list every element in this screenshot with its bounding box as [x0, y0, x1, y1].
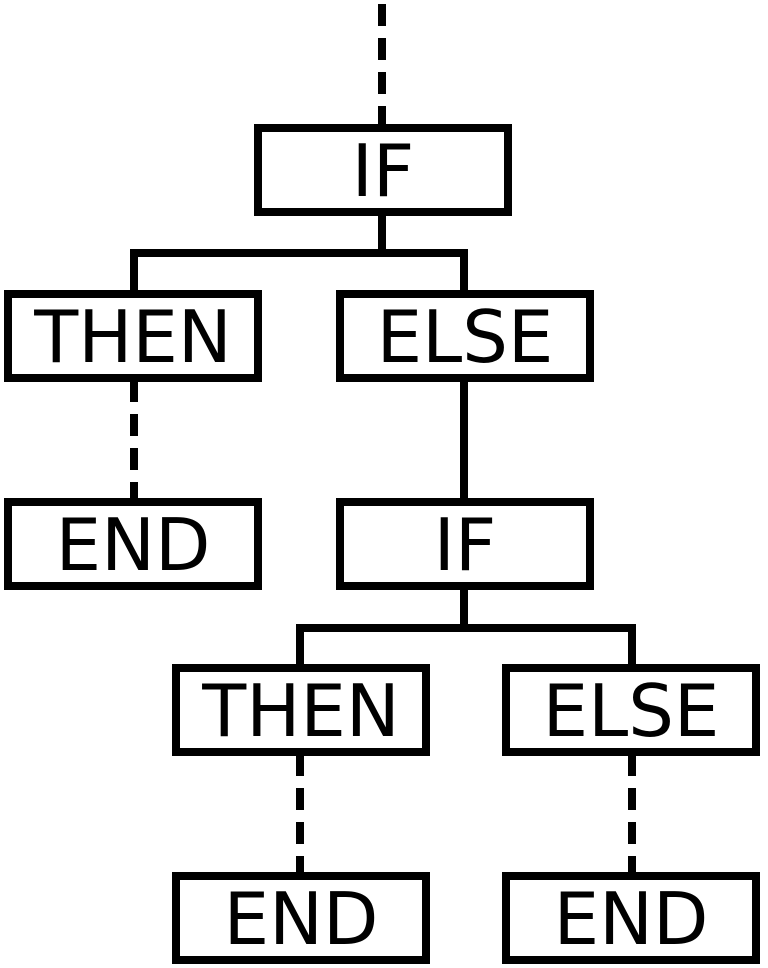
node-end-2-label: END	[224, 877, 379, 961]
node-then-1: THEN	[4, 290, 262, 382]
node-then-2: THEN	[172, 664, 430, 756]
diagram-edges	[130, 4, 636, 876]
node-end-3-label: END	[554, 877, 709, 961]
node-end-2: END	[172, 872, 430, 964]
node-else-1: ELSE	[336, 290, 594, 382]
node-then-2-label: THEN	[201, 669, 399, 753]
node-if-root: IF	[254, 124, 512, 216]
node-end-1-label: END	[56, 503, 211, 587]
node-then-1-label: THEN	[33, 295, 231, 379]
node-else-1-label: ELSE	[377, 295, 554, 379]
node-else-2: ELSE	[502, 664, 760, 756]
node-end-3: END	[502, 872, 760, 964]
node-if-nested: IF	[336, 498, 594, 590]
diagram-nodes: IF THEN ELSE END IF THEN ELSE EN	[4, 124, 760, 964]
node-else-2-label: ELSE	[543, 669, 720, 753]
node-end-1: END	[4, 498, 262, 590]
node-if-nested-label: IF	[434, 503, 497, 587]
node-if-root-label: IF	[352, 129, 415, 213]
